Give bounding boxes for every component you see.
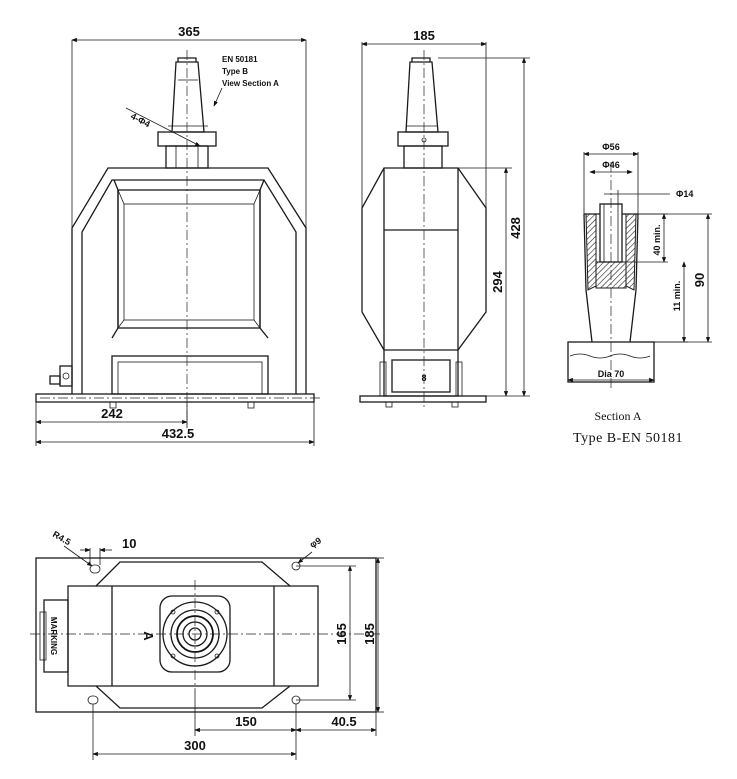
note-standard: EN 50181 <box>222 55 258 64</box>
front-view: 365 242 432.5 EN 50181 Type B View Secti… <box>35 24 320 446</box>
arrow-a-label: A <box>141 631 156 641</box>
dim-r4-5: R4.5 <box>51 529 72 547</box>
dim-40-min: 40 min. <box>652 224 662 255</box>
dim-dia-70: Dia 70 <box>598 369 625 379</box>
dim-365: 365 <box>178 24 200 39</box>
dim-242: 242 <box>101 406 123 421</box>
section-title: Section A <box>595 409 642 423</box>
dim-150: 150 <box>235 714 257 729</box>
dim-11-min: 11 min. <box>672 281 682 312</box>
dim-dia-46: Φ46 <box>602 160 619 170</box>
note-type: Type B <box>222 67 248 76</box>
dim-432-5: 432.5 <box>162 426 195 441</box>
dim-dia-14: Φ14 <box>676 189 693 199</box>
dim-90: 90 <box>692 273 707 287</box>
side-view: 8 185 428 294 <box>359 28 530 408</box>
dim-165: 165 <box>334 623 349 645</box>
dim-185-top: 185 <box>362 623 377 645</box>
dim-300: 300 <box>184 738 206 753</box>
dim-40-5: 40.5 <box>331 714 356 729</box>
section-subtitle: Type B-EN 50181 <box>573 431 683 446</box>
section-a: Φ56 Φ46 Φ14 40 min. 11 min. 90 Dia 70 Se… <box>567 142 712 446</box>
dim-185-side: 185 <box>413 28 435 43</box>
note-view: View Section A <box>222 79 279 88</box>
dim-294: 294 <box>490 270 505 292</box>
dim-10: 10 <box>122 536 136 551</box>
nameplate-text: MARKING <box>49 617 58 655</box>
dim-428: 428 <box>508 217 523 239</box>
top-view: MARKING A R4.5 10 φ9 <box>30 529 384 760</box>
note-holes: 4-Φ4 <box>129 111 152 129</box>
dim-dia-56: Φ56 <box>602 142 619 152</box>
dim-dia-9: φ9 <box>308 535 323 549</box>
